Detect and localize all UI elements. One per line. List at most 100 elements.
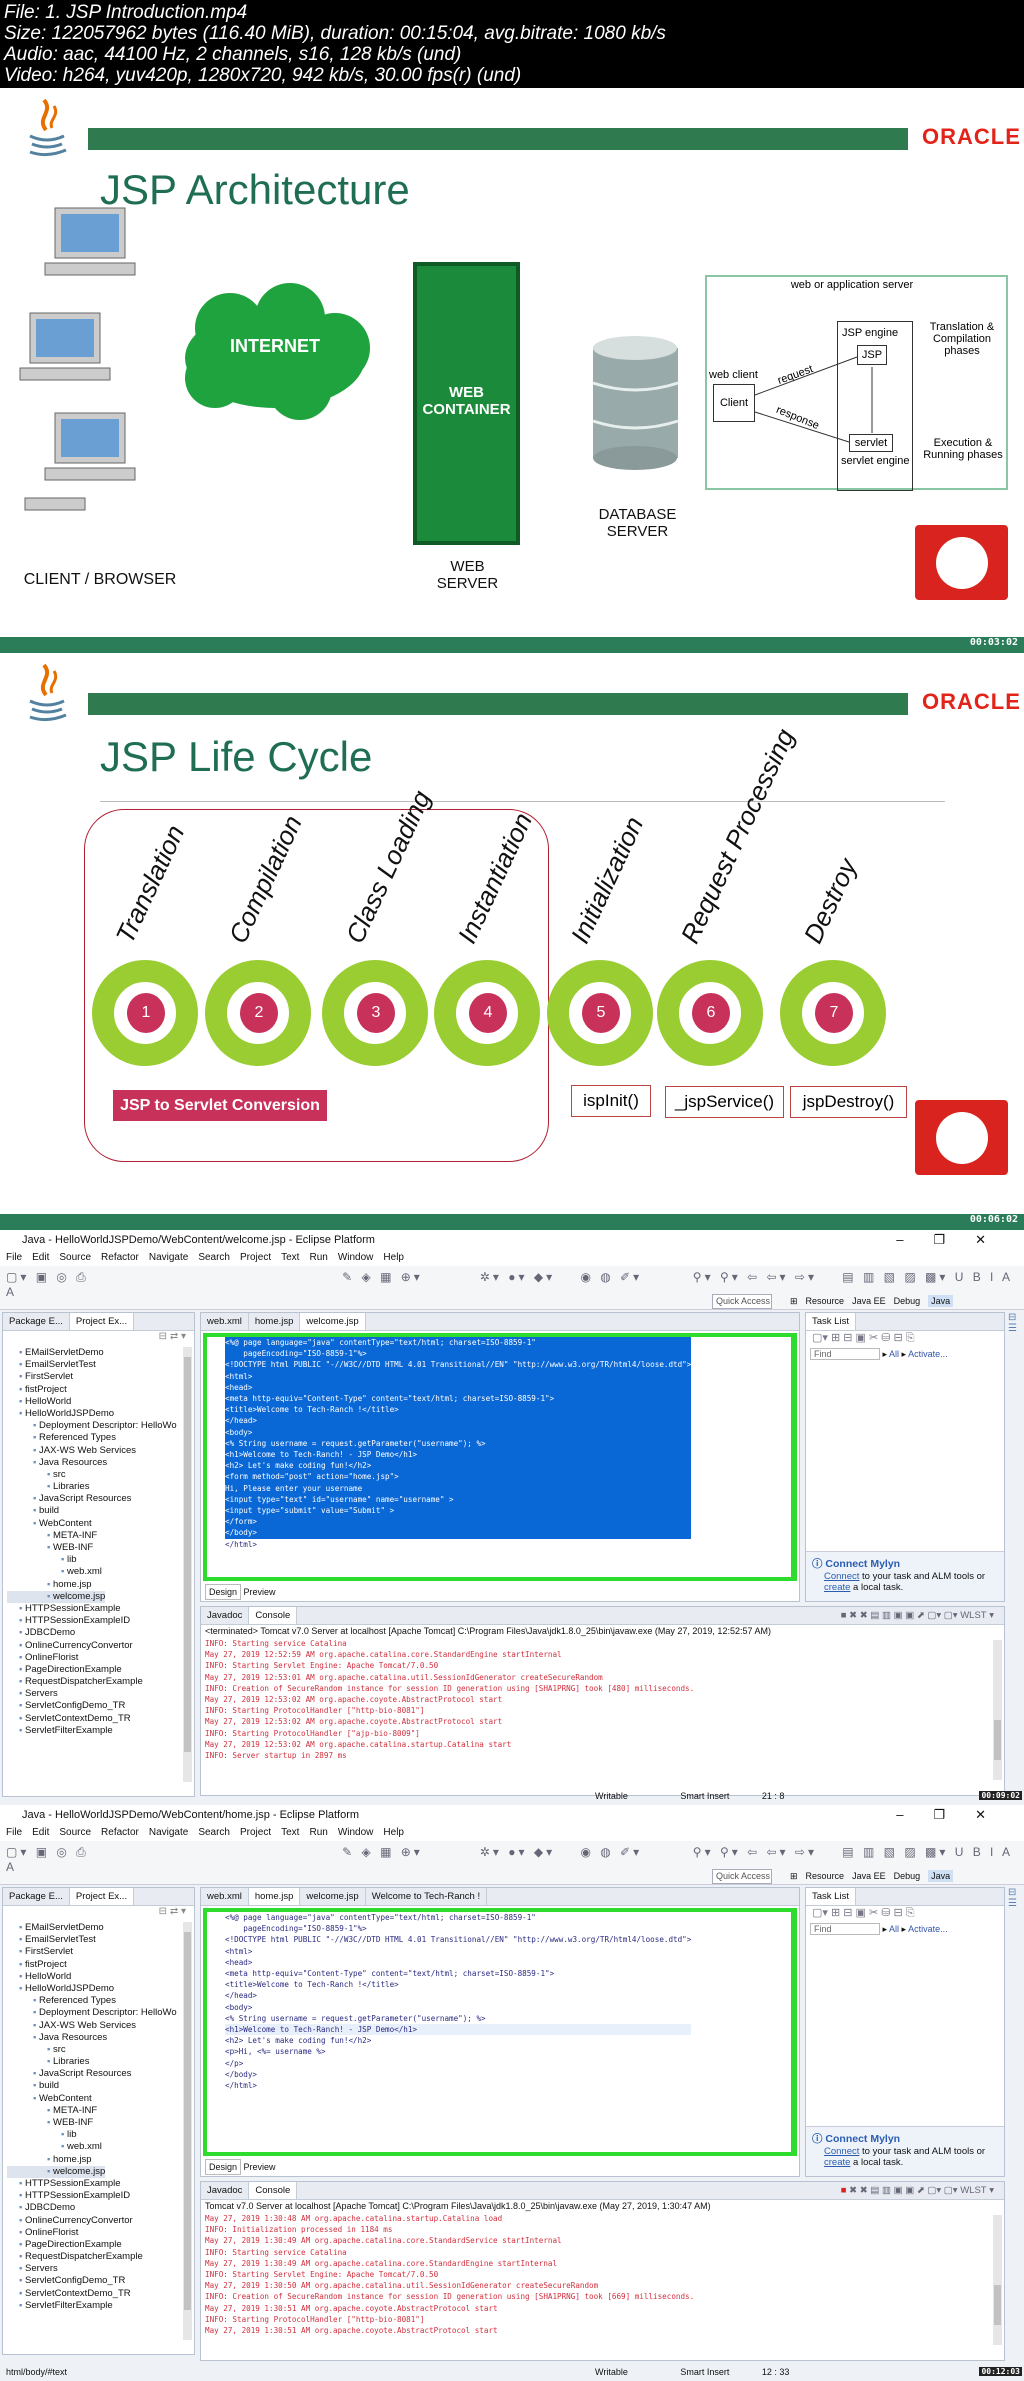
code-line[interactable]: </html> xyxy=(225,1539,258,1549)
code-line[interactable]: <html> xyxy=(225,1370,692,1382)
menu-text[interactable]: Text xyxy=(281,1252,300,1263)
explorer-toolbar[interactable]: ⊟ ⇄ ▾ xyxy=(158,1906,186,1917)
wlst-button[interactable]: WLST xyxy=(960,1610,987,1621)
quick-access-input[interactable]: Quick Access xyxy=(712,1294,772,1309)
tree-item[interactable]: ▪ welcome.jsp xyxy=(7,2165,106,2178)
tree-item[interactable]: ▪ OnlineCurrencyConvertor xyxy=(19,1639,133,1651)
toolbar-icons[interactable]: ▢▾ ▣ ◎ ⎙ ✎ ◈ ▦ ⊕▾ ✲▾ ●▾ ◆▾ ◉ ◍ ✐▾ ⚲▾ ⚲▾ … xyxy=(6,1845,1013,1874)
task-toolbar[interactable]: ▢▾ ⊞ ⊟ ▣ ✂ ⛁ ⊟ ⎘ xyxy=(812,1907,915,1919)
tree-item[interactable]: ▪ OnlineFlorist xyxy=(19,1651,79,1663)
editor-tab[interactable]: web.xml xyxy=(201,1888,249,1905)
tree-item[interactable]: ▪ HTTPSessionExample xyxy=(19,1602,121,1614)
tree-item[interactable]: ▪ EmailServletTest xyxy=(19,1934,96,1946)
tree-item[interactable]: ▪ Servers xyxy=(19,1688,58,1700)
perspective-java-ee[interactable]: Java EE xyxy=(852,1296,886,1306)
menu-project[interactable]: Project xyxy=(240,1827,272,1838)
tree-item[interactable]: ▪ Deployment Descriptor: HelloWo xyxy=(33,1420,177,1432)
tree-item[interactable]: ▪ lib xyxy=(61,2129,77,2141)
code-line[interactable]: </html> xyxy=(225,2081,258,2091)
perspective-resource[interactable]: Resource xyxy=(805,1296,845,1306)
tree-item[interactable]: ▪ RequestDispatcherExample xyxy=(19,2251,143,2263)
side-toolbar[interactable]: ⊟☰ xyxy=(1008,1312,1017,1334)
create-link[interactable]: create xyxy=(824,2157,851,2168)
tab-design[interactable]: Design xyxy=(205,2159,242,2175)
code-line[interactable]: pageEncoding="ISO-8859-1"%> xyxy=(225,1924,367,1934)
tab-console[interactable]: Console xyxy=(249,1607,298,1624)
menu-search[interactable]: Search xyxy=(198,1827,230,1838)
menu-file[interactable]: File xyxy=(6,1827,23,1838)
menu-help[interactable]: Help xyxy=(383,1252,404,1263)
tree-item[interactable]: ▪ PageDirectionExample xyxy=(19,1663,122,1675)
editor-tab[interactable]: home.jsp xyxy=(249,1313,301,1330)
menu-edit[interactable]: Edit xyxy=(32,1827,50,1838)
tree-item[interactable]: ▪ WebContent xyxy=(33,1517,92,1529)
tree-item[interactable]: ▪ fistProject xyxy=(19,1958,67,1970)
activate-link[interactable]: Activate... xyxy=(908,1349,948,1359)
code-line[interactable]: <h1>Welcome to Tech-Ranch! - JSP Demo</h… xyxy=(225,1449,692,1461)
tree-item[interactable]: ▪ HelloWorldJSPDemo xyxy=(19,1407,115,1419)
code-line[interactable]: <body> xyxy=(225,1426,692,1438)
menu-help[interactable]: Help xyxy=(383,1827,404,1838)
tree-item[interactable]: ▪ HelloWorld xyxy=(19,1970,72,1982)
all-link[interactable]: All xyxy=(889,1924,900,1934)
tab-preview[interactable]: Preview xyxy=(243,1587,276,1597)
code-line[interactable]: <input type="submit" value="Submit" > xyxy=(225,1505,692,1517)
quick-access-input[interactable]: Quick Access xyxy=(712,1869,772,1884)
menu-search[interactable]: Search xyxy=(198,1252,230,1263)
tree-item[interactable]: ▪ Deployment Descriptor: HelloWo xyxy=(33,2007,177,2019)
tree-item[interactable]: ▪ Referenced Types xyxy=(33,1995,116,2007)
tree-item[interactable]: ▪ JAX-WS Web Services xyxy=(33,2019,136,2031)
tree-item[interactable]: ▪ ServletConfigDemo_TR xyxy=(19,1700,126,1712)
code-line[interactable]: <!DOCTYPE html PUBLIC "-//W3C//DTD HTML … xyxy=(225,1359,692,1371)
tree-item[interactable]: ▪ HTTPSessionExampleID xyxy=(19,1615,131,1627)
tree-item[interactable]: ▪ RequestDispatcherExample xyxy=(19,1676,143,1688)
tree-item[interactable]: ▪ welcome.jsp xyxy=(7,1590,106,1603)
open-perspective-icon[interactable]: ⊞ xyxy=(790,1871,798,1881)
perspective-java[interactable]: Java xyxy=(928,1870,954,1882)
menu-source[interactable]: Source xyxy=(59,1827,92,1838)
tree-item[interactable]: ▪ HTTPSessionExampleID xyxy=(19,2190,131,2202)
tree-item[interactable]: ▪ ServletFilterExample xyxy=(19,1724,113,1736)
tree-item[interactable]: ▪ EmailServletTest xyxy=(19,1359,96,1371)
code-line[interactable]: <input type="text" id="username" name="u… xyxy=(225,1493,692,1506)
tree-item[interactable]: ▪ HTTPSessionExample xyxy=(19,2177,121,2189)
tree-item[interactable]: ▪ ServletContextDemo_TR xyxy=(19,1712,131,1724)
tree-item[interactable]: ▪ WEB-INF xyxy=(47,1542,94,1553)
open-perspective-icon[interactable]: ⊞ xyxy=(790,1296,798,1306)
code-line[interactable]: <h2> Let's make coding fun!</h2> xyxy=(225,2036,372,2046)
tree-item[interactable]: ▪ Libraries xyxy=(47,2056,90,2068)
tree-item[interactable]: ▪ PageDirectionExample xyxy=(19,2238,122,2250)
activate-link[interactable]: Activate... xyxy=(908,1924,948,1934)
menu-refactor[interactable]: Refactor xyxy=(101,1827,139,1838)
console-toolbar[interactable]: ■ ✖ ✖ ▤ ▥ ▣ ▣ ⬈ ▢▾ ▢▾ WLST ▾ xyxy=(835,2182,1000,2199)
minimize-button[interactable]: – xyxy=(896,1232,934,1247)
code-line[interactable]: <head> xyxy=(225,1957,253,1967)
code-line[interactable]: Hi, Please enter your username xyxy=(225,1482,692,1494)
toolbar-icons[interactable]: ▢▾ ▣ ◎ ⎙ ✎ ◈ ▦ ⊕▾ ✲▾ ●▾ ◆▾ ◉ ◍ ✐▾ ⚲▾ ⚲▾ … xyxy=(6,1270,1013,1299)
menu-run[interactable]: Run xyxy=(309,1827,328,1838)
tree-item[interactable]: ▪ Referenced Types xyxy=(33,1432,116,1444)
tab-console[interactable]: Console xyxy=(249,2182,298,2199)
menu-text[interactable]: Text xyxy=(281,1827,300,1838)
menu-navigate[interactable]: Navigate xyxy=(148,1827,189,1838)
code-line[interactable]: <%@ page language="java" contentType="te… xyxy=(225,1913,536,1922)
perspective-java-ee[interactable]: Java EE xyxy=(852,1871,886,1881)
perspective-resource[interactable]: Resource xyxy=(805,1871,845,1881)
tree-item[interactable]: ▪ JAX-WS Web Services xyxy=(33,1444,136,1456)
explorer-scrollbar[interactable] xyxy=(183,1347,192,1782)
code-line[interactable]: <head> xyxy=(225,1381,692,1394)
perspective-debug[interactable]: Debug xyxy=(893,1296,921,1306)
tree-item[interactable]: ▪ JDBCDemo xyxy=(19,2202,76,2214)
code-line[interactable]: <title>Welcome to Tech-Ranch !</title> xyxy=(225,1980,399,1990)
tab-task-list[interactable]: Task List xyxy=(806,1313,856,1330)
perspective-debug[interactable]: Debug xyxy=(893,1871,921,1881)
editor-text[interactable]: <%@ page language="java" contentType="te… xyxy=(203,1333,797,1581)
console-toolbar[interactable]: ■ ✖ ✖ ▤ ▥ ▣ ▣ ⬈ ▢▾ ▢▾ WLST ▾ xyxy=(835,1607,1000,1624)
code-line[interactable]: <%@ page language="java" contentType="te… xyxy=(225,1337,692,1349)
menu-refactor[interactable]: Refactor xyxy=(101,1252,139,1263)
menu-window[interactable]: Window xyxy=(337,1827,374,1838)
tree-item[interactable]: ▪ JDBCDemo xyxy=(19,1627,76,1639)
code-line[interactable]: <form method="post" action="home.jsp"> xyxy=(225,1471,692,1483)
tree-item[interactable]: ▪ build xyxy=(33,2080,60,2092)
tab-project-explorer[interactable]: Project Ex... xyxy=(69,1888,135,1905)
